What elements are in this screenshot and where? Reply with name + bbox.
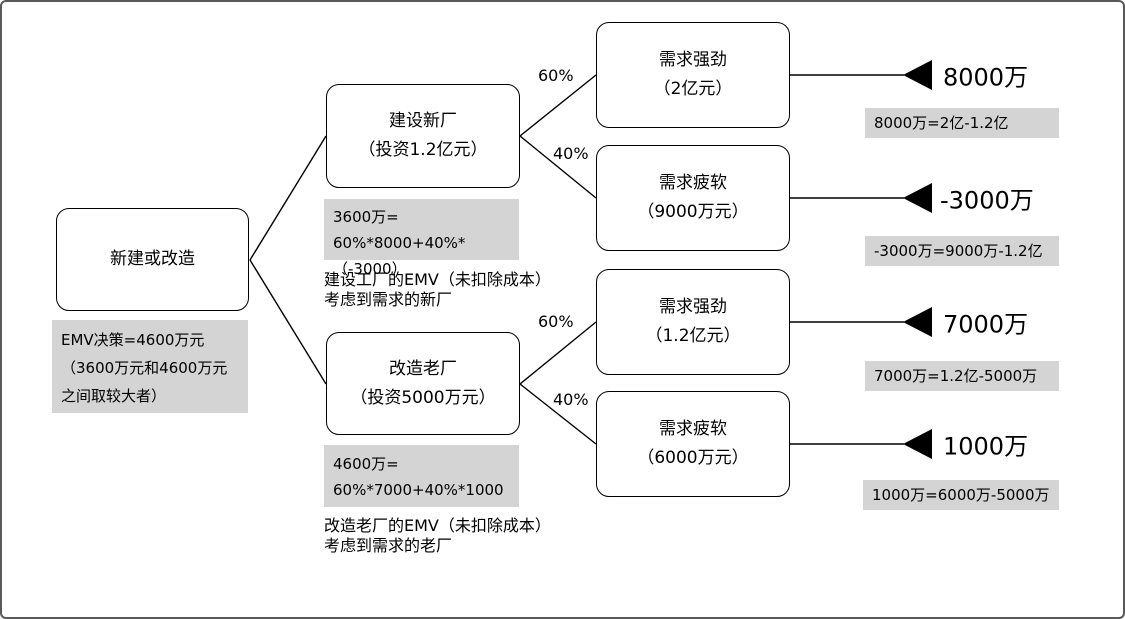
caption-old-plant: 改造老厂的EMV（未扣除成本） 考虑到需求的老厂 (324, 516, 551, 556)
node-root-label: 新建或改造 (110, 249, 195, 270)
node-outcome-old-strong[interactable]: 需求强劲 （1.2亿元） (596, 269, 790, 375)
edge-old-plant-strong (519, 321, 597, 385)
node-outcome-old-weak[interactable]: 需求疲软 （6000万元） (596, 391, 790, 497)
node-label-line1: 需求强劲 (659, 297, 727, 318)
note-line: 60%*7000+40%*1000 (333, 481, 504, 499)
payoff-value-old-weak: 1000万 (943, 432, 1029, 461)
probability-label-new-strong: 60% (538, 66, 574, 85)
probability-label-old-weak: 40% (553, 390, 589, 409)
node-label-line1: 需求疲软 (659, 419, 727, 440)
node-label-line2: （2亿元） (653, 79, 733, 99)
payoff-value-new-strong: 8000万 (943, 63, 1029, 92)
caption-line: 改造老厂的EMV（未扣除成本） (324, 516, 551, 535)
endpoint-triangle-icon (903, 60, 932, 90)
note-payoff-new-weak: -3000万=9000万-1.2亿 (865, 236, 1059, 266)
node-renovate-old-plant[interactable]: 改造老厂 （投资5000万元） (326, 332, 520, 435)
note-line: EMV决策=4600万元 (61, 331, 205, 349)
note-new-plant-emv: 3600万= 60%*8000+40%*（-3000） (324, 199, 519, 278)
note-line: 60%*8000+40%*（-3000） (333, 234, 466, 278)
node-build-new-plant[interactable]: 建设新厂 （投资1.2亿元） (326, 84, 520, 188)
node-label-line2: （投资1.2亿元） (358, 140, 488, 160)
node-label-line2: （9000万元） (637, 202, 749, 222)
payoff-value-old-strong: 7000万 (943, 310, 1029, 339)
edge-root-to-new-plant (249, 135, 327, 261)
note-line: （3600万元和4600万元 (61, 359, 228, 377)
node-label-line1: 建设新厂 (389, 111, 457, 132)
edge-old-plant-weak (519, 383, 597, 445)
note-payoff-old-weak: 1000万=6000万-5000万 (863, 480, 1059, 510)
note-old-plant-emv: 4600万= 60%*7000+40%*1000 (324, 445, 519, 507)
note-payoff-new-strong: 8000万=2亿-1.2亿 (865, 108, 1059, 138)
endpoint-triangle-icon (903, 307, 932, 337)
node-label-line1: 需求强劲 (659, 50, 727, 71)
node-label-line2: （6000万元） (637, 448, 749, 468)
node-outcome-new-weak[interactable]: 需求疲软 （9000万元） (596, 145, 790, 251)
caption-line: 建设工厂的EMV（未扣除成本） (324, 270, 551, 289)
node-outcome-new-strong[interactable]: 需求强劲 （2亿元） (596, 22, 790, 128)
note-root-emv: EMV决策=4600万元 （3600万元和4600万元 之间取较大者） (52, 320, 248, 413)
endpoint-triangle-icon (903, 183, 932, 213)
caption-new-plant: 建设工厂的EMV（未扣除成本） 考虑到需求的新厂 (324, 270, 551, 310)
edge-new-plant-weak (519, 135, 597, 199)
probability-label-new-weak: 40% (553, 144, 589, 163)
node-root-decision[interactable]: 新建或改造 (56, 208, 249, 311)
caption-line: 考虑到需求的老厂 (324, 536, 453, 555)
note-line: 4600万= (333, 455, 399, 473)
edge-root-to-old-plant (249, 259, 327, 385)
note-line: 3600万= (333, 208, 399, 226)
node-label-line2: （1.2亿元） (645, 326, 741, 346)
note-payoff-old-strong: 7000万=1.2亿-5000万 (865, 361, 1059, 391)
caption-line: 考虑到需求的新厂 (324, 290, 453, 309)
note-line: 之间取较大者） (61, 387, 167, 405)
edge-new-plant-strong (519, 74, 597, 137)
payoff-value-new-weak: -3000万 (940, 186, 1034, 215)
node-label-line2: （投资5000万元） (350, 387, 496, 408)
node-label-line1: 改造老厂 (389, 358, 457, 379)
probability-label-old-strong: 60% (538, 312, 574, 331)
endpoint-triangle-icon (903, 429, 932, 459)
node-label-line1: 需求疲软 (659, 173, 727, 194)
